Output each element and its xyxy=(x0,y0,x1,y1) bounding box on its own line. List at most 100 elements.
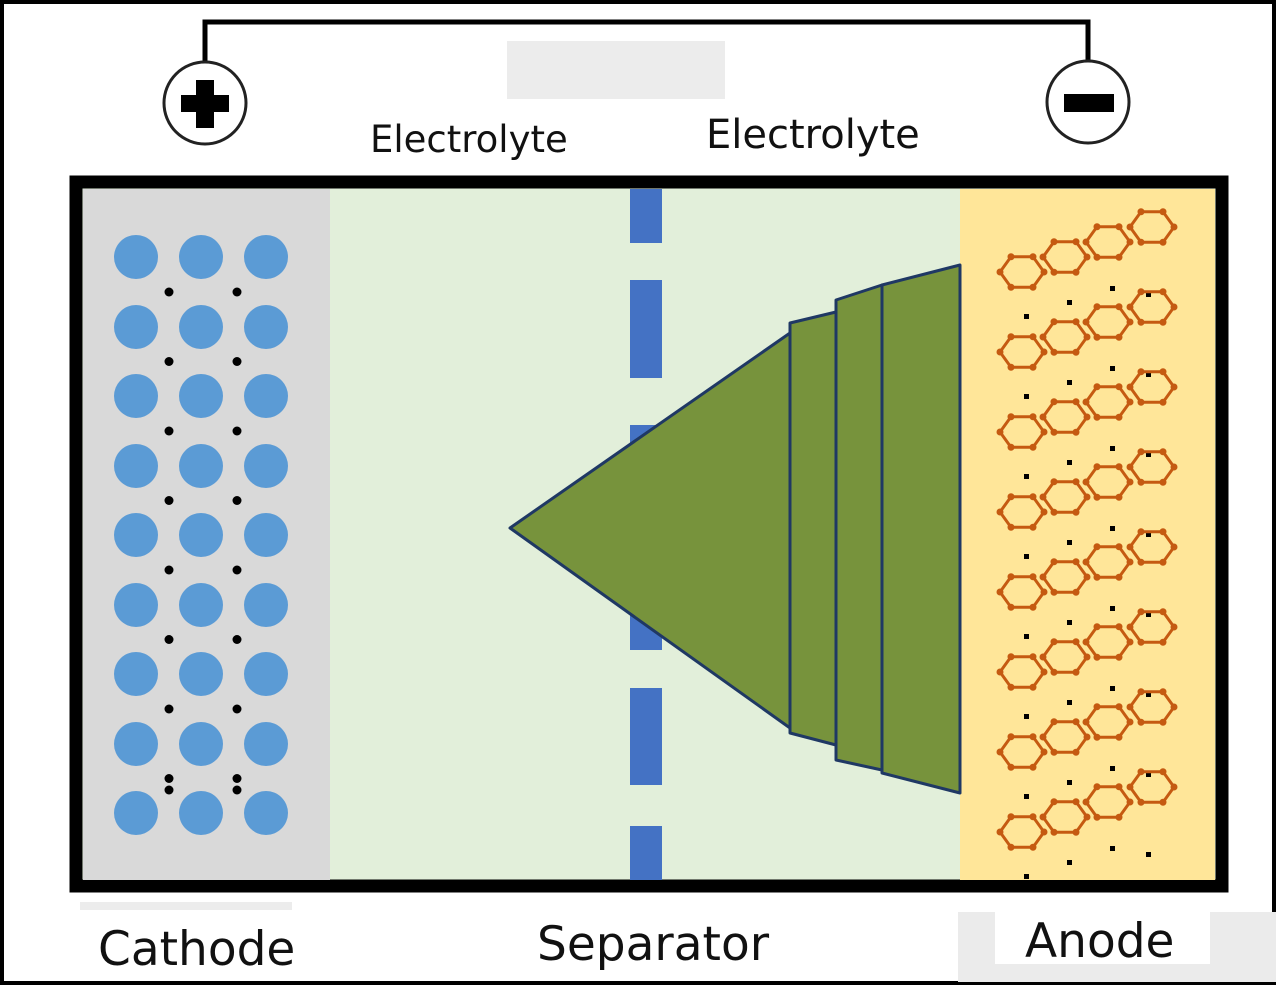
ion-circle xyxy=(244,791,288,835)
ion-circle xyxy=(114,583,158,627)
ion-circle xyxy=(244,374,288,418)
graphite-atom xyxy=(1159,638,1167,646)
graphite-atom xyxy=(1093,543,1101,551)
electron-dot xyxy=(164,565,174,575)
ion-circle xyxy=(244,652,288,696)
graphite-atom xyxy=(1082,478,1090,486)
graphite-atom xyxy=(1159,448,1167,456)
graphite-atom xyxy=(1029,763,1037,771)
graphite-atom xyxy=(1137,608,1145,616)
ion-circle xyxy=(179,513,223,557)
graphite-atom xyxy=(1029,443,1037,451)
graphite-atom xyxy=(1072,748,1080,756)
graphite-atom xyxy=(1007,283,1015,291)
lithium-dot xyxy=(1024,634,1029,639)
electron-dot xyxy=(232,565,242,575)
graphite-atom xyxy=(1083,253,1091,261)
electron-dot xyxy=(164,357,174,366)
graphite-atom xyxy=(1050,668,1058,676)
graphite-atom xyxy=(1082,318,1090,326)
graphite-atom xyxy=(1007,253,1015,261)
ion-circle xyxy=(179,652,223,696)
graphite-atom xyxy=(1126,543,1134,551)
graphite-atom xyxy=(1093,333,1101,341)
electron-dot xyxy=(232,635,242,644)
graphite-atom xyxy=(1115,253,1123,261)
graphite-atom xyxy=(1126,703,1134,711)
blank-label-box xyxy=(507,41,725,99)
graphite-atom xyxy=(1050,508,1058,516)
dendrite-segment xyxy=(880,263,962,795)
graphite-atom xyxy=(1126,478,1134,486)
separator-dash xyxy=(630,189,662,243)
lithium-dot xyxy=(1146,292,1151,297)
graphite-atom xyxy=(1093,733,1101,741)
graphite-atom xyxy=(1040,748,1048,756)
graphite-atom xyxy=(1072,588,1080,596)
graphite-atom xyxy=(1029,363,1037,371)
graphite-atom xyxy=(996,668,1004,676)
graphite-atom xyxy=(1007,603,1015,611)
graphite-atom xyxy=(1072,718,1080,726)
graphite-atom xyxy=(1072,428,1080,436)
graphite-atom xyxy=(1029,253,1037,261)
graphite-atom xyxy=(1050,828,1058,836)
graphite-atom xyxy=(1137,528,1145,536)
graphite-atom xyxy=(1072,318,1080,326)
lithium-dot xyxy=(1024,794,1029,799)
graphite-atom xyxy=(1072,638,1080,646)
ion-circle xyxy=(244,444,288,488)
graphite-atom xyxy=(1029,683,1037,691)
graphite-atom xyxy=(996,828,1004,836)
graphite-atom xyxy=(1029,283,1037,291)
graphite-atom xyxy=(1083,413,1091,421)
ion-circle xyxy=(114,791,158,835)
electron-dot xyxy=(164,287,174,297)
lithium-dot xyxy=(1110,526,1115,531)
graphite-atom xyxy=(1083,653,1091,661)
ion-circle xyxy=(179,722,223,766)
graphite-atom xyxy=(1126,398,1134,406)
lithium-dot xyxy=(1110,446,1115,451)
cathode-label: Cathode xyxy=(98,922,295,977)
graphite-atom xyxy=(1137,638,1145,646)
lithium-dot xyxy=(1024,394,1029,399)
electron-dot xyxy=(232,426,242,436)
lithium-dot xyxy=(1146,612,1151,617)
ion-circle xyxy=(244,235,288,279)
graphite-atom xyxy=(1072,478,1080,486)
graphite-atom xyxy=(1170,463,1178,471)
lithium-dot xyxy=(1067,700,1072,705)
graphite-atom xyxy=(1159,718,1167,726)
ion-circle xyxy=(244,722,288,766)
electrolyte-label-left: Electrolyte xyxy=(370,118,568,161)
graphite-atom xyxy=(1007,843,1015,851)
ion-circle xyxy=(179,235,223,279)
ion-circle xyxy=(114,374,158,418)
graphite-atom xyxy=(1007,573,1015,581)
graphite-atom xyxy=(1115,813,1123,821)
graphite-atom xyxy=(1115,493,1123,501)
graphite-atom xyxy=(1040,268,1048,276)
graphite-atom xyxy=(1170,303,1178,311)
graphite-atom xyxy=(1050,238,1058,246)
ion-circle xyxy=(179,444,223,488)
graphite-atom xyxy=(1170,223,1178,231)
graphite-atom xyxy=(1029,493,1037,501)
graphite-atom xyxy=(1029,843,1037,851)
graphite-atom xyxy=(1126,318,1134,326)
graphite-atom xyxy=(1050,718,1058,726)
graphite-atom xyxy=(1082,558,1090,566)
lithium-dot xyxy=(1024,714,1029,719)
graphite-atom xyxy=(1159,688,1167,696)
graphite-atom xyxy=(996,748,1004,756)
lithium-dot xyxy=(1146,452,1151,457)
anode-label-box xyxy=(995,912,1210,964)
anode-region xyxy=(960,189,1215,880)
graphite-atom xyxy=(1040,348,1048,356)
graphite-atom xyxy=(1126,638,1134,646)
lithium-dot xyxy=(1067,620,1072,625)
electron-dot xyxy=(164,635,174,644)
